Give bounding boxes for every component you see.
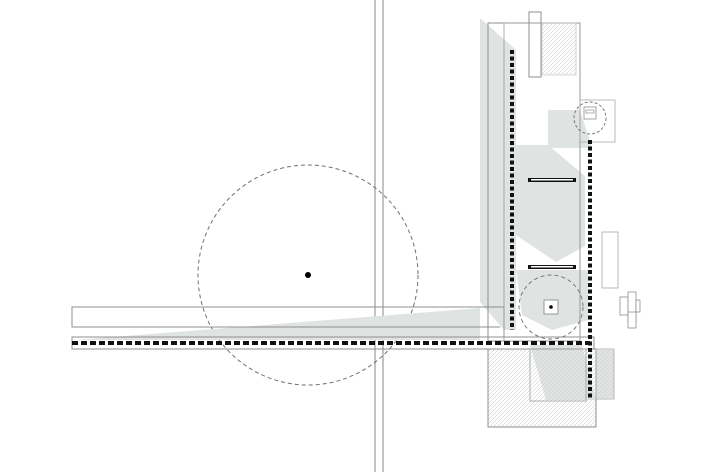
center-point	[305, 272, 311, 278]
horizontal-wing-shadow	[75, 308, 480, 340]
large-dashed-circle	[197, 164, 419, 386]
vertical-wing-right-shadow-1	[548, 110, 592, 148]
small-dashed-circle	[518, 274, 584, 340]
lower-right-room-inner	[529, 348, 587, 402]
vertical-wing-right-shadow-2	[516, 145, 585, 262]
side-elevation-block-4	[635, 299, 641, 313]
right-lower-room	[601, 231, 619, 289]
upper-annex	[528, 11, 542, 78]
lower-right-room	[487, 348, 597, 428]
side-elevation-block-1	[619, 296, 629, 316]
top-right-dashed-circle	[573, 101, 607, 135]
opening-mark-upper-gap	[531, 179, 573, 181]
top-right-small-box-detail	[585, 109, 595, 114]
side-elevation-block-3	[627, 311, 637, 329]
upper-annex-hatch	[541, 22, 577, 76]
opening-mark-lower-gap	[531, 266, 573, 268]
far-right-room	[595, 348, 615, 400]
right-upper-room	[579, 99, 616, 143]
vertical-wing-main-shadow	[480, 18, 516, 330]
small-square-dot	[549, 305, 553, 309]
